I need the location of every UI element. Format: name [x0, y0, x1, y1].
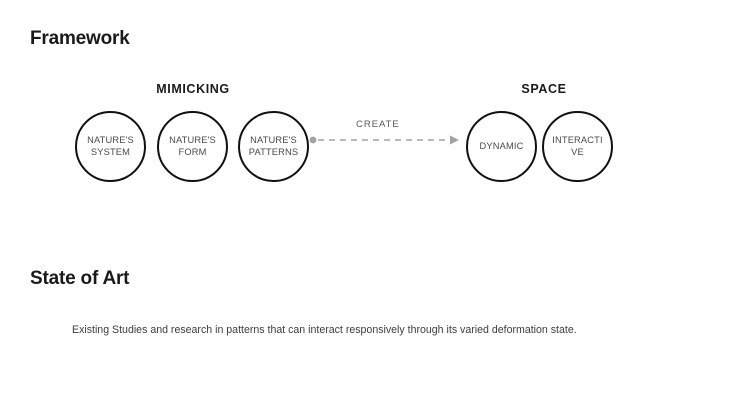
connector-arrowhead-icon [450, 135, 459, 145]
connector-label-create: CREATE [356, 119, 400, 130]
diagram-node-label: DYNAMIC [479, 140, 524, 151]
diagram-node-natures-system[interactable]: NATURE'S SYSTEM [75, 111, 146, 182]
state-of-art-body-text: Existing Studies and research in pattern… [72, 323, 577, 336]
diagram-node-natures-form[interactable]: NATURE'S FORM [157, 111, 228, 182]
diagram-node-natures-patterns[interactable]: NATURE'S PATTERNS [238, 111, 309, 182]
group-label-mimicking: MIMICKING [156, 82, 230, 96]
connector-create-arrow [309, 135, 459, 145]
page-title-state-of-art: State of Art [30, 268, 130, 289]
diagram-node-dynamic[interactable]: DYNAMIC [466, 111, 537, 182]
connector-start-dot [309, 136, 317, 144]
page-title-framework: Framework [30, 28, 130, 49]
diagram-node-label: NATURE'S SYSTEM [87, 135, 134, 157]
group-label-space: SPACE [521, 82, 567, 96]
diagram-node-label: NATURE'S FORM [169, 135, 216, 157]
diagram-node-label: NATURE'S PATTERNS [248, 135, 299, 157]
framework-diagram: MIMICKING SPACE NATURE'S SYSTEM NATURE'S… [75, 82, 613, 182]
diagram-node-interactive[interactable]: INTERACTI VE [542, 111, 613, 182]
diagram-node-label: INTERACTI VE [552, 135, 603, 157]
